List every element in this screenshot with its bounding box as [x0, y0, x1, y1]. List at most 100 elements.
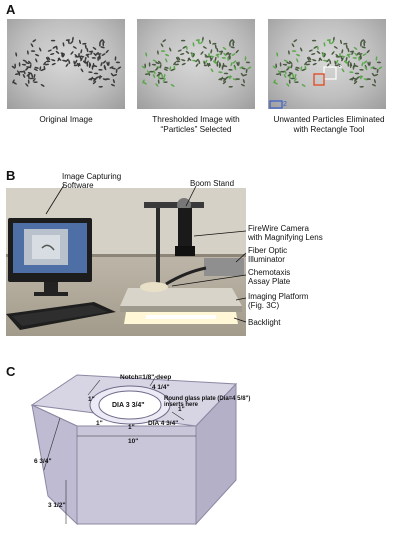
particle: [356, 76, 360, 80]
particle: [35, 53, 40, 57]
particle: [244, 56, 247, 61]
particle: [148, 62, 151, 67]
particle: [100, 61, 103, 67]
particle: [80, 68, 84, 73]
particle: [25, 67, 29, 71]
particle: [45, 56, 49, 61]
particle: [111, 67, 116, 70]
particle: [105, 78, 110, 80]
particle: [109, 66, 114, 69]
particle: [14, 63, 17, 68]
particle: [229, 39, 233, 44]
particle: [237, 61, 240, 66]
particle: [14, 73, 20, 75]
particle: [62, 53, 65, 58]
rectangle-tool-box-2: [269, 100, 283, 109]
particle: [110, 72, 114, 77]
original-image: [7, 19, 125, 109]
particle: [296, 53, 301, 57]
particle: [352, 65, 355, 70]
particle: [378, 66, 383, 70]
particle: [345, 56, 348, 62]
particle: [151, 63, 157, 66]
particle: [195, 39, 201, 41]
particle: [23, 70, 26, 75]
particle: [279, 62, 282, 67]
particle: [86, 60, 89, 65]
particle: [356, 52, 360, 56]
particle: [328, 39, 331, 45]
particle: [367, 61, 370, 66]
particle: [363, 60, 368, 64]
particle: [210, 49, 213, 54]
thresholded-image: [137, 19, 255, 109]
particle: [100, 46, 105, 49]
particle: [323, 42, 326, 47]
particle: [347, 47, 350, 53]
monitor-base: [34, 292, 68, 296]
particle: [301, 68, 306, 72]
particle: [27, 79, 30, 84]
particle: [70, 40, 74, 45]
particle: [364, 66, 368, 71]
particle: [12, 79, 15, 84]
particle: [102, 78, 107, 81]
particle: [101, 53, 106, 56]
particle: [333, 46, 338, 49]
particle: [304, 61, 308, 66]
particle: [110, 83, 115, 87]
particle: [11, 65, 16, 69]
particle: [160, 50, 166, 52]
particle: [335, 59, 339, 64]
particle: [359, 55, 362, 60]
particle: [354, 72, 360, 75]
particle: [376, 61, 382, 64]
particle: [368, 61, 371, 66]
particle: [242, 78, 245, 84]
label-camera-line1: FireWire Camera: [248, 224, 309, 233]
particle: [312, 59, 317, 62]
eliminated-particles: [272, 36, 383, 88]
particle: [223, 52, 227, 57]
label-fiber-optic: Fiber Optic Illuminator: [248, 246, 287, 264]
particle: [160, 43, 164, 48]
particle: [51, 62, 56, 66]
particle: [50, 53, 55, 55]
particle: [232, 78, 237, 81]
label-1-upper-left: 1": [88, 396, 95, 403]
selection-overlays: 3 2: [269, 63, 342, 109]
particle: [358, 53, 363, 55]
particle: [93, 78, 97, 82]
particle: [117, 66, 122, 70]
particle: [170, 68, 175, 72]
label-plate-line2: Assay Plate: [248, 277, 291, 286]
particle: [98, 68, 103, 71]
particle: [192, 59, 197, 62]
particle: [221, 65, 224, 70]
particle: [99, 42, 101, 47]
particle: [30, 43, 34, 48]
particle: [366, 49, 370, 54]
label-fiber-line1: Fiber Optic: [248, 246, 288, 255]
particle: [306, 60, 312, 63]
particle: [277, 70, 281, 74]
particle: [112, 78, 115, 84]
particle: [21, 63, 27, 66]
particle: [247, 66, 252, 70]
particle: [161, 73, 164, 78]
particle: [349, 50, 355, 53]
particle: [286, 67, 290, 71]
caption-eliminated-line1: Unwanted Particles Eliminated: [273, 115, 385, 124]
particle: [70, 51, 74, 55]
particle: [340, 39, 342, 45]
particle: [207, 62, 211, 67]
particle: [371, 72, 375, 77]
particle: [273, 81, 278, 85]
particle: [182, 46, 187, 49]
particle: [50, 39, 56, 42]
particle: [39, 47, 42, 52]
particle: [105, 49, 109, 54]
particle: [65, 58, 69, 63]
particle: [240, 83, 245, 87]
particle: [209, 39, 211, 45]
